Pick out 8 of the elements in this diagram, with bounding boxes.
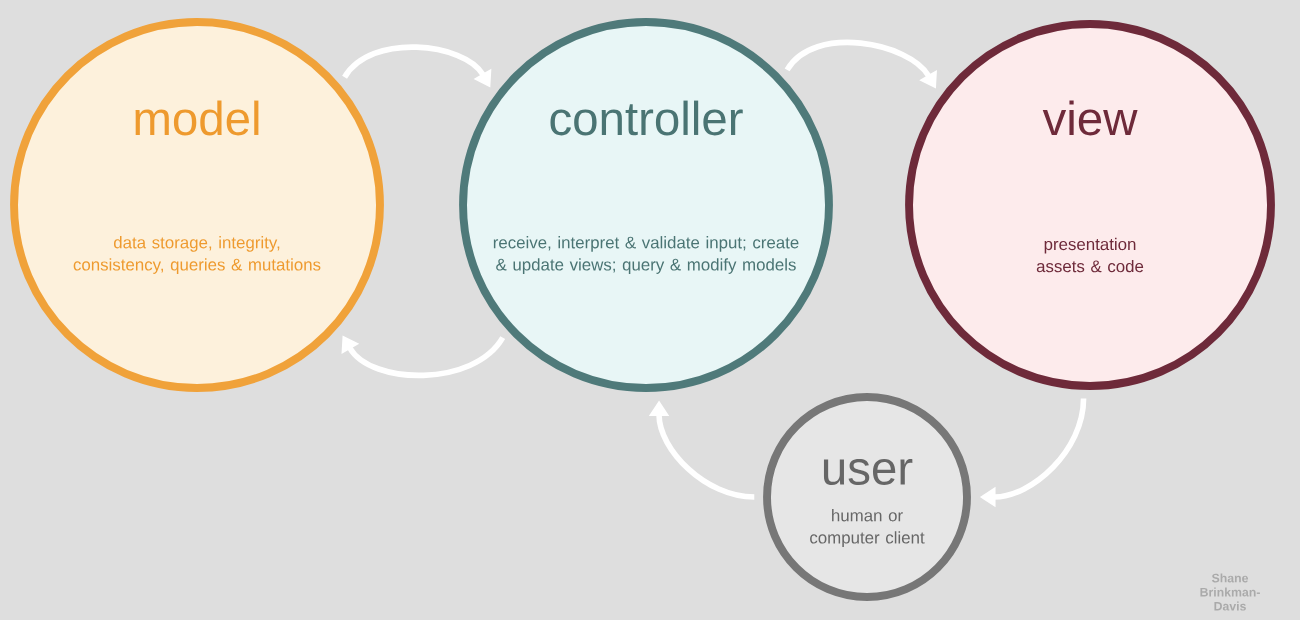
node-description: data storage, integrity, consistency, queries & mutations <box>73 236 321 274</box>
node-title: user <box>823 459 913 485</box>
node-description: human or computer client <box>810 509 925 547</box>
node-description: receive, interpret & validate input; create & update views; query & modify models <box>493 236 799 274</box>
node-description: presentation assets & code <box>1036 237 1144 273</box>
node-title: controller <box>550 100 743 136</box>
node-title: model <box>135 100 259 136</box>
node-title: view <box>1042 100 1138 136</box>
